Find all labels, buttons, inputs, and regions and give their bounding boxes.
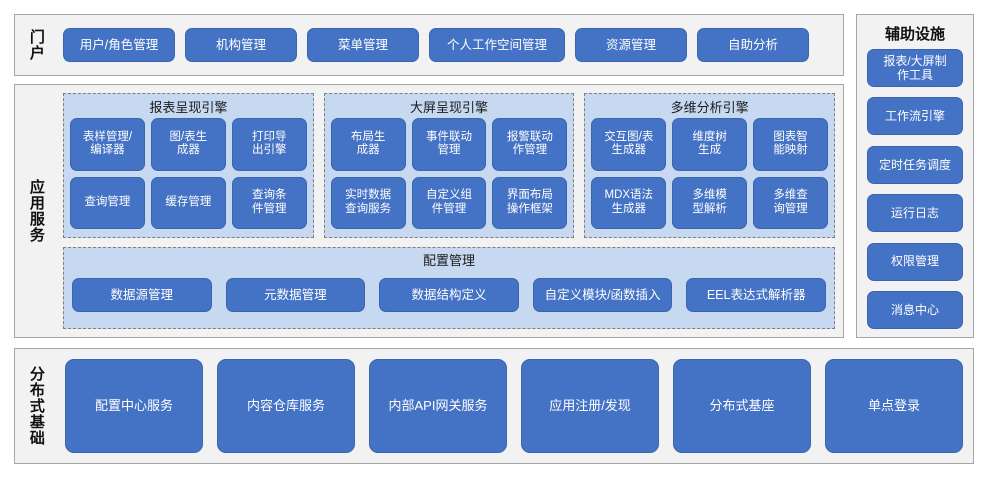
- query-management-box[interactable]: 查询管理: [70, 176, 145, 229]
- portal-section: 门户 用户/角色管理机构管理菜单管理个人工作空间管理资源管理自助分析: [14, 14, 844, 76]
- application-services-section: 应用服务 报表呈现引擎表样管理/ 编译器图/表生 成器打印导 出引擎查询管理缓存…: [14, 84, 844, 338]
- personal-workspace-management-box[interactable]: 个人工作空间管理: [429, 28, 565, 62]
- event-linkage-management-box[interactable]: 事件联动 管理: [411, 118, 487, 171]
- layout-generator-box[interactable]: 布局生 成器: [330, 118, 406, 171]
- multidimensional-analysis-engine-item-grid: 交互图/表 生成器维度树 生成图表智 能映射 MDX语法 生成器多维模 型解析多维…: [591, 118, 829, 229]
- self-service-analysis-box[interactable]: 自助分析: [697, 28, 809, 62]
- scheduled-task-scheduler-box[interactable]: 定时任务调度: [867, 145, 963, 184]
- ui-layout-operation-framework-box[interactable]: 界面布局 操作框架: [492, 176, 568, 229]
- configuration-management-group: 配置管理 数据源管理元数据管理数据结构定义自定义模块/函数插入 EEL表达式解析器: [63, 247, 835, 329]
- user-role-management-box[interactable]: 用户/角色管理: [63, 28, 175, 62]
- multidimensional-analysis-engine-group: 多维分析引擎交互图/表 生成器维度树 生成图表智 能映射 MDX语法 生成器多维模…: [584, 93, 836, 238]
- organization-management-box[interactable]: 机构管理: [185, 28, 297, 62]
- large-screen-rendering-engine-title: 大屏呈现引擎: [410, 100, 489, 115]
- chart-table-generator-box[interactable]: 图/表生 成器: [150, 118, 226, 171]
- alarm-linkage-action-management-box[interactable]: 报警联动 作管理: [492, 118, 568, 171]
- application-services-label: 应用服务: [27, 179, 45, 243]
- form-template-management-compiler-box[interactable]: 表样管理/ 编译器: [70, 118, 145, 171]
- aux-facilities-item-list: 报表/大屏制 作工具工作流引擎定时任务调度运行日志权限管理消息中心: [867, 49, 963, 329]
- report-rendering-engine-item-grid: 表样管理/ 编译器图/表生 成器打印导 出引擎查询管理缓存管理查询条 件管理: [70, 118, 307, 229]
- configuration-management-item-list: 数据源管理元数据管理数据结构定义自定义模块/函数插入 EEL表达式解析器: [72, 271, 826, 319]
- multidimensional-model-parsing-box[interactable]: 多维模 型解析: [672, 176, 748, 229]
- distributed-foundation-item-list: 配置中心服务内容仓库服务内部API网关服务应用注册/发现分布式基座单点登录: [65, 359, 963, 453]
- large-screen-rendering-engine-group: 大屏呈现引擎布局生 成器事件联动 管理报警联动 作管理实时数据 查询服务自定义组…: [323, 93, 575, 238]
- distributed-foundation-box[interactable]: 分布式基座: [673, 359, 811, 453]
- large-screen-rendering-engine-item-grid: 布局生 成器事件联动 管理报警联动 作管理实时数据 查询服务自定义组 件管理界面…: [330, 118, 568, 229]
- custom-module-function-insertion-box[interactable]: 自定义模块/函数插入: [532, 278, 673, 312]
- query-condition-management-box[interactable]: 查询条 件管理: [231, 176, 307, 229]
- datasource-management-box[interactable]: 数据源管理: [72, 278, 212, 312]
- realtime-data-query-service-box[interactable]: 实时数据 查询服务: [330, 176, 406, 229]
- report-rendering-engine-group: 报表呈现引擎表样管理/ 编译器图/表生 成器打印导 出引擎查询管理缓存管理查询条…: [63, 93, 314, 238]
- multidimensional-analysis-engine-title: 多维分析引擎: [670, 100, 749, 115]
- permission-management-box[interactable]: 权限管理: [867, 242, 963, 281]
- message-center-box[interactable]: 消息中心: [867, 290, 963, 329]
- multidimensional-query-management-box[interactable]: 多维查 询管理: [753, 176, 829, 229]
- distributed-foundation-label: 分布式基础: [27, 366, 45, 446]
- runtime-log-box[interactable]: 运行日志: [867, 194, 963, 233]
- configuration-management-title: 配置管理: [422, 253, 475, 268]
- application-registration-discovery-box[interactable]: 应用注册/发现: [521, 359, 659, 453]
- workflow-engine-box[interactable]: 工作流引擎: [867, 97, 963, 136]
- aux-facilities-title: 辅助设施: [884, 26, 945, 43]
- dimension-tree-generation-box[interactable]: 维度树 生成: [672, 118, 748, 171]
- report-rendering-engine-title: 报表呈现引擎: [149, 100, 228, 115]
- metadata-management-box[interactable]: 元数据管理: [225, 278, 366, 312]
- distributed-foundation-section: 分布式基础 配置中心服务内容仓库服务内部API网关服务应用注册/发现分布式基座单…: [14, 348, 974, 464]
- mdx-syntax-generator-box[interactable]: MDX语法 生成器: [591, 176, 667, 229]
- eel-expression-parser-box[interactable]: EEL表达式解析器: [686, 278, 826, 312]
- portal-item-list: 用户/角色管理机构管理菜单管理个人工作空间管理资源管理自助分析: [63, 15, 837, 75]
- menu-management-box[interactable]: 菜单管理: [307, 28, 419, 62]
- content-repository-service-box[interactable]: 内容仓库服务: [217, 359, 355, 453]
- config-center-service-box[interactable]: 配置中心服务: [65, 359, 203, 453]
- internal-api-gateway-service-box[interactable]: 内部API网关服务: [369, 359, 507, 453]
- engine-group-list: 报表呈现引擎表样管理/ 编译器图/表生 成器打印导 出引擎查询管理缓存管理查询条…: [63, 93, 836, 238]
- application-services-content: 报表呈现引擎表样管理/ 编译器图/表生 成器打印导 出引擎查询管理缓存管理查询条…: [63, 93, 836, 329]
- interactive-chart-table-generator-box[interactable]: 交互图/表 生成器: [591, 118, 667, 171]
- resource-management-box[interactable]: 资源管理: [575, 28, 687, 62]
- report-screen-authoring-tool-box[interactable]: 报表/大屏制 作工具: [867, 49, 963, 87]
- custom-component-management-box[interactable]: 自定义组 件管理: [411, 176, 487, 229]
- data-structure-definition-box[interactable]: 数据结构定义: [379, 278, 519, 312]
- cache-management-box[interactable]: 缓存管理: [150, 176, 226, 229]
- single-sign-on-box[interactable]: 单点登录: [825, 359, 963, 453]
- print-export-engine-box[interactable]: 打印导 出引擎: [231, 118, 307, 171]
- portal-section-label: 门户: [27, 29, 45, 61]
- chart-intelligent-mapping-box[interactable]: 图表智 能映射: [753, 118, 829, 171]
- aux-facilities-section: 辅助设施 报表/大屏制 作工具工作流引擎定时任务调度运行日志权限管理消息中心: [856, 14, 974, 338]
